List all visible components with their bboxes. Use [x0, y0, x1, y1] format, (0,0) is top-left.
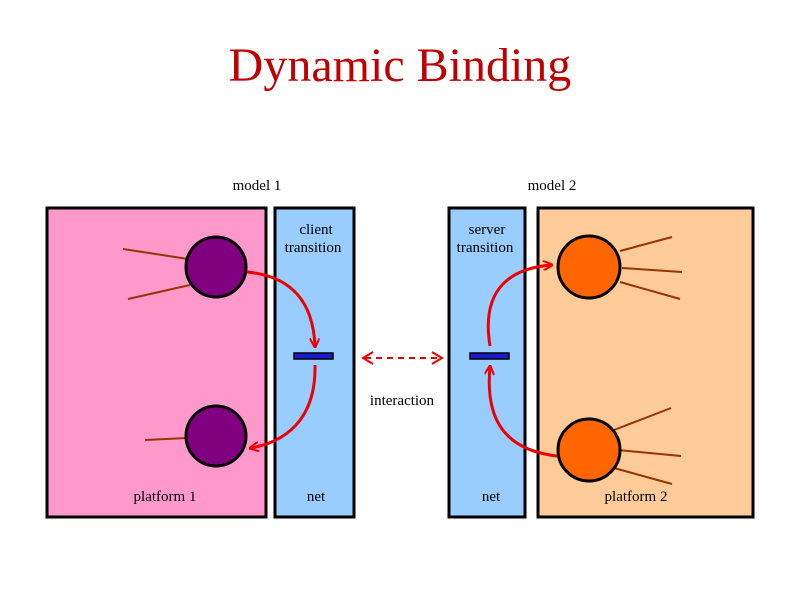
client-transition-bar — [293, 352, 334, 360]
net-left-label: net — [307, 489, 326, 505]
client-transition-label-line1: client — [299, 222, 333, 238]
right-arc-lines — [613, 236, 683, 485]
model-2-label: model 2 — [528, 178, 577, 194]
model-1-label: model 1 — [233, 178, 282, 194]
net-right-box — [447, 206, 527, 519]
place-left-bottom — [184, 404, 248, 468]
left-arc-lines — [122, 248, 191, 441]
client-transition-label-line2: transition — [285, 240, 342, 256]
interaction-arrow — [361, 351, 444, 365]
net-right-label: net — [482, 489, 501, 505]
platform-1-label: platform 1 — [134, 489, 197, 505]
net-left-box — [273, 206, 356, 519]
arrow-server-transition-to-place — [486, 265, 551, 347]
platform-2-label: platform 2 — [605, 489, 668, 505]
server-transition-bar — [469, 352, 510, 360]
place-left-top — [184, 235, 248, 299]
arrow-place-to-client-transition — [246, 270, 315, 346]
place-right-bottom — [556, 417, 622, 483]
flow-arrows — [246, 265, 558, 458]
server-transition-label-line2: transition — [457, 240, 514, 256]
arrow-place-to-server-transition — [489, 367, 558, 458]
server-transition-label-line1: server — [469, 222, 506, 238]
interaction-label: interaction — [370, 393, 435, 409]
arrow-client-transition-to-place — [251, 364, 317, 448]
place-right-top — [556, 234, 622, 300]
page-title: Dynamic Binding — [228, 39, 572, 92]
